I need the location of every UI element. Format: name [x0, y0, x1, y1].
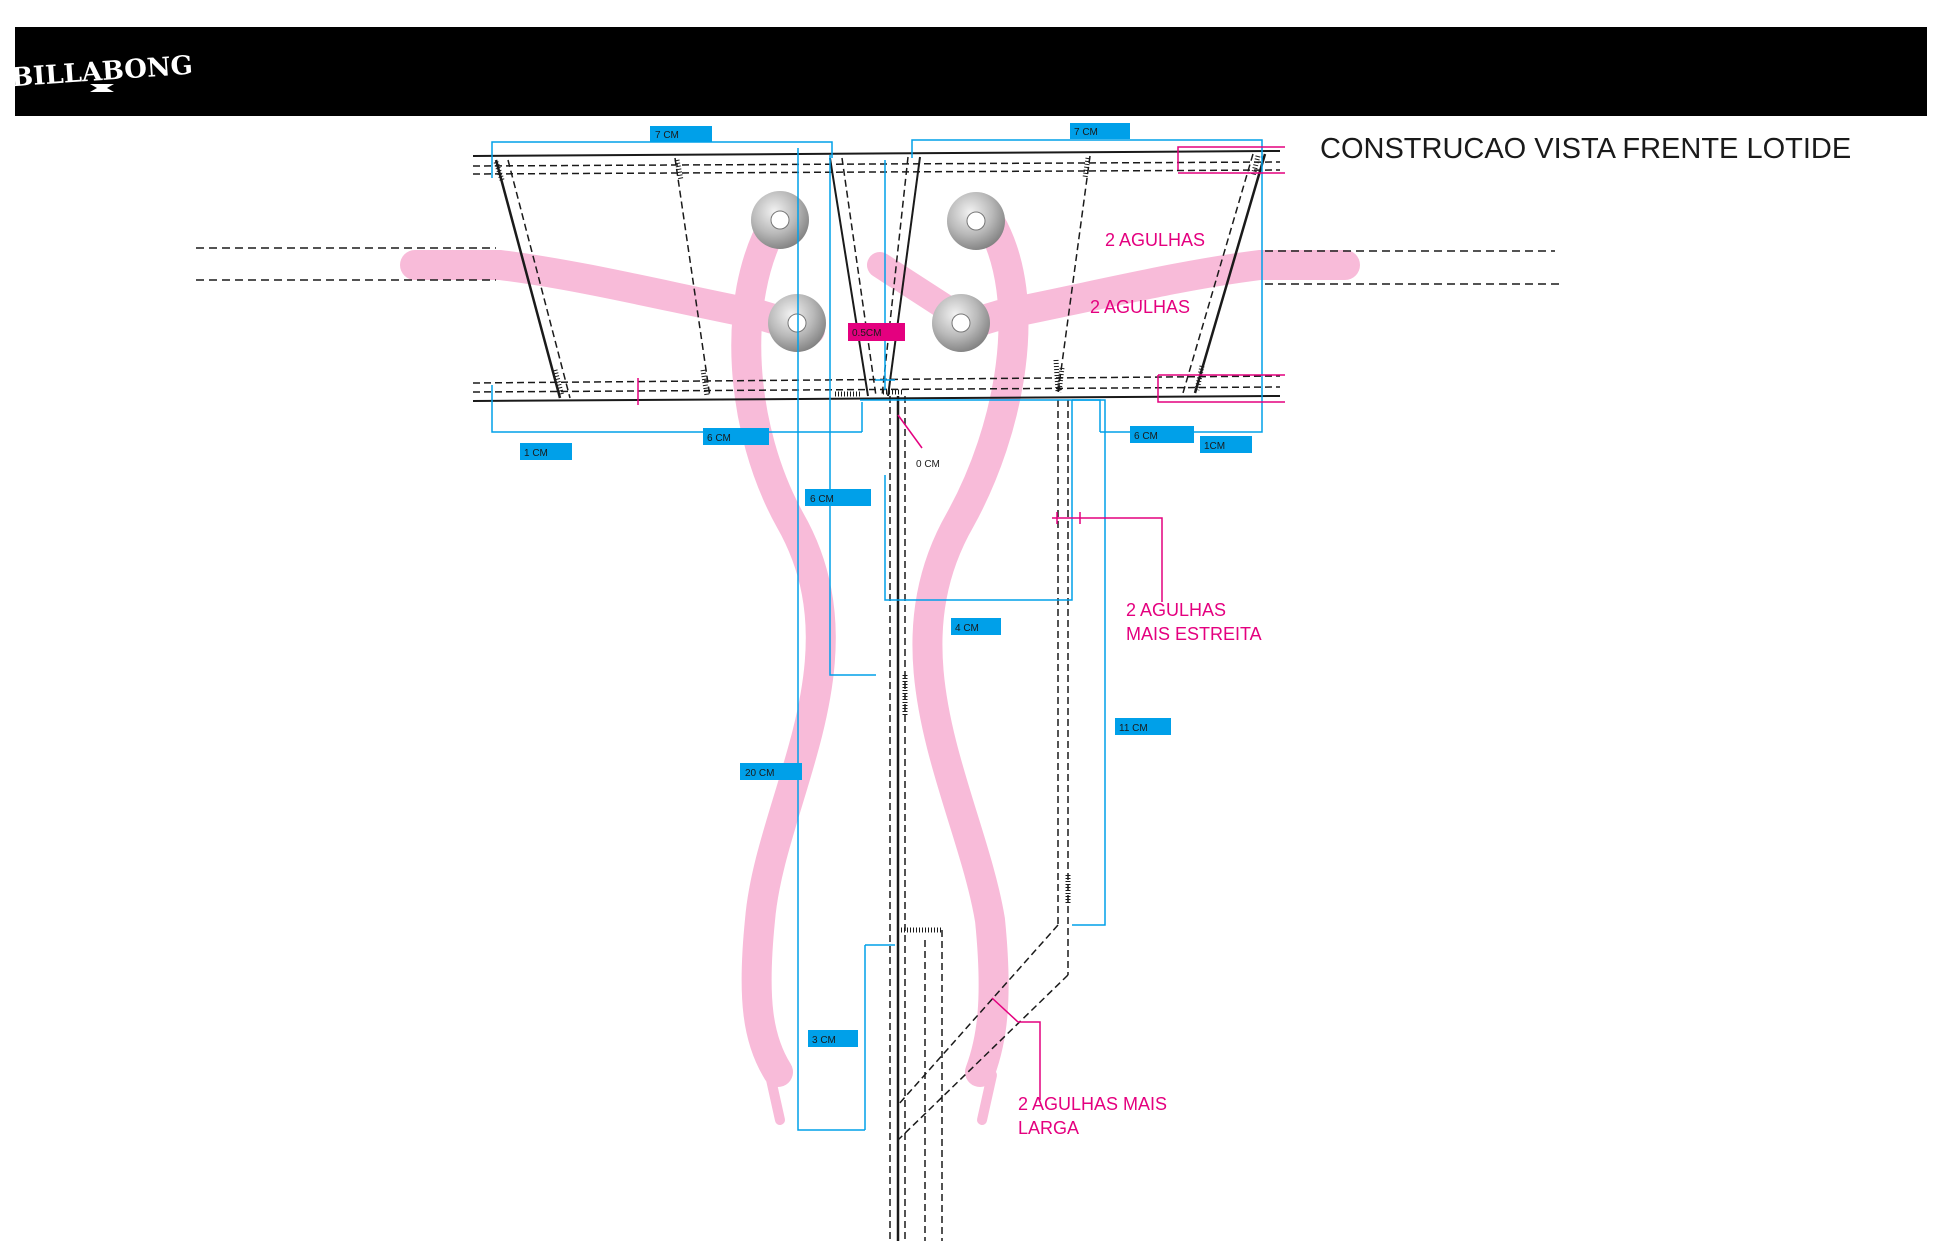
- annotation-lines: [637, 146, 1285, 1100]
- header-bar: [15, 27, 1927, 116]
- dim-top-right-text: 7 CM: [1074, 127, 1098, 138]
- dim-center-zero-text: 0 CM: [916, 459, 940, 470]
- annotation-top-right-2: 2 AGULHAS: [1090, 297, 1190, 317]
- annotation-fly-wide-2: LARGA: [1018, 1118, 1079, 1138]
- dim-fly-left-text: 6 CM: [810, 494, 834, 505]
- dim-fly-width: 4 CM: [951, 618, 1001, 635]
- dim-bottom-right-edge-text: 1CM: [1204, 441, 1225, 452]
- billabong-logo-icon: BILLABONG: [10, 51, 194, 94]
- page-title: CONSTRUCAO VISTA FRENTE LOTIDE: [1320, 133, 1851, 165]
- dim-fly-right-height-text: 11 CM: [1119, 723, 1148, 734]
- dim-cord-length-text: 20 CM: [745, 768, 774, 779]
- dim-bottom-right-panel-text: 6 CM: [1134, 431, 1158, 442]
- dim-bottom-fly: 3 CM: [808, 1030, 858, 1047]
- eyelet-icon: [751, 191, 1005, 352]
- annotation-fly-wide-1: 2 AGULHAS MAIS: [1018, 1094, 1167, 1114]
- dim-bottom-fly-text: 3 CM: [812, 1035, 836, 1046]
- dim-fly-gap-text: 0.5CM: [852, 328, 881, 339]
- dim-bottom-right-panel: 6 CM: [1130, 426, 1194, 443]
- dim-cord-length: 20 CM: [740, 763, 802, 780]
- dimension-lines: [491, 139, 1263, 1131]
- dim-fly-right-height: 11 CM: [1115, 718, 1171, 735]
- dim-top-left: 7 CM: [650, 126, 712, 142]
- annotation-fly-narrow-1: 2 AGULHAS: [1126, 600, 1226, 620]
- dim-bottom-left-panel: 6 CM: [703, 428, 769, 445]
- dim-fly-left: 6 CM: [805, 489, 871, 506]
- annotations: 2 AGULHAS 2 AGULHAS 2 AGULHAS MAIS ESTRE…: [1018, 230, 1262, 1138]
- waistband: [472, 150, 1281, 402]
- dim-top-left-text: 7 CM: [655, 130, 679, 141]
- dim-fly-width-text: 4 CM: [955, 623, 979, 634]
- annotation-top-right-1: 2 AGULHAS: [1105, 230, 1205, 250]
- dim-bottom-right-edge: 1CM: [1200, 436, 1252, 453]
- dim-fly-gap: 0.5CM: [848, 323, 905, 341]
- side-seams: [196, 247, 1560, 285]
- dim-bottom-left-edge-text: 1 CM: [524, 448, 548, 459]
- annotation-fly-narrow-2: MAIS ESTREITA: [1126, 624, 1262, 644]
- fly: [889, 359, 1071, 1241]
- dim-bottom-left-panel-text: 6 CM: [707, 433, 731, 444]
- dim-top-right: 7 CM: [1070, 123, 1130, 139]
- dim-bottom-left-edge: 1 CM: [520, 443, 572, 460]
- dim-center-zero: 0 CM: [916, 459, 940, 470]
- drawcord: [400, 207, 1360, 1125]
- dimension-labels: 7 CM 7 CM 1 CM 6 CM 6 CM 1CM 0.5CM 0 CM: [520, 123, 1252, 1047]
